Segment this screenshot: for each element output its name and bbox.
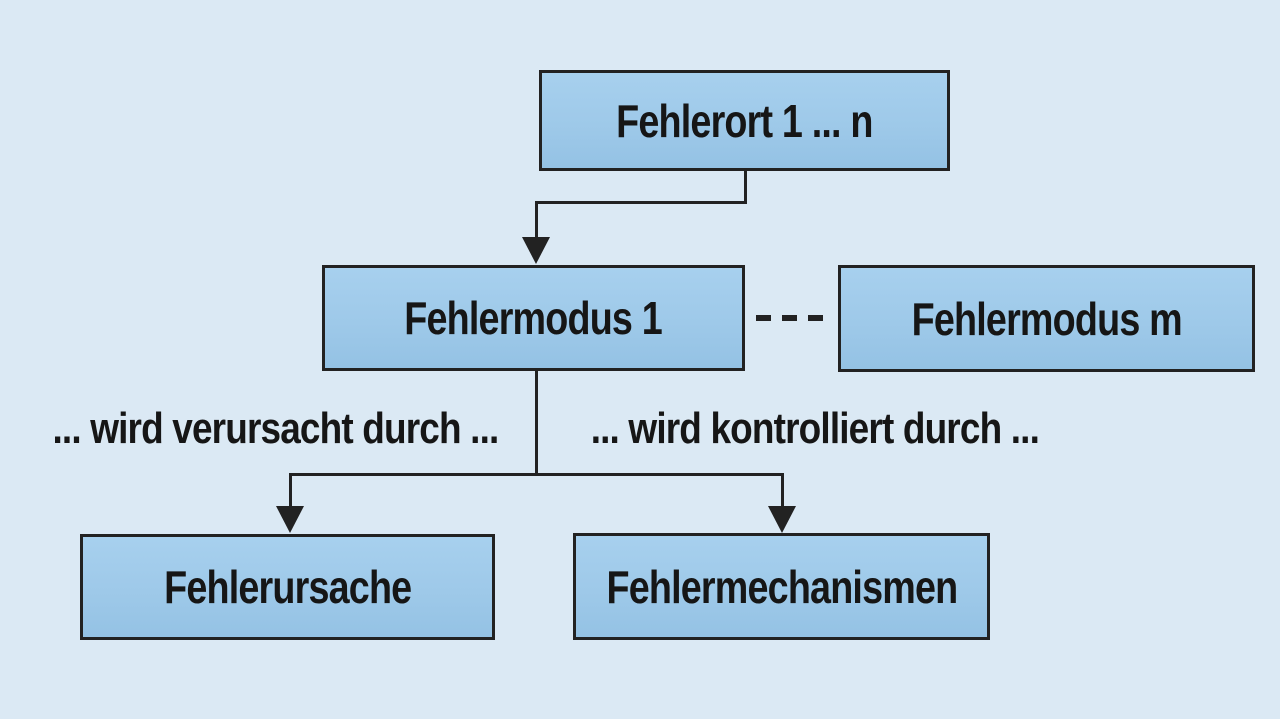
connector-top-vertical-segment [744, 168, 747, 204]
node-fehlermodus-m: Fehlermodus m [838, 265, 1255, 372]
connector-top-stub-segment [535, 201, 538, 241]
connector-right-drop [781, 473, 784, 508]
arrowhead-down-icon [522, 237, 550, 264]
node-fehlermechanismen-label: Fehlermechanismen [606, 560, 958, 613]
node-fehlermechanismen: Fehlermechanismen [573, 533, 990, 640]
node-fehlermodus-1: Fehlermodus 1 [322, 265, 745, 371]
connector-left-drop [289, 473, 292, 508]
node-fehlerursache-label: Fehlerursache [163, 561, 412, 613]
edge-label-caused-by: ... wird verursacht durch ... [52, 404, 499, 453]
node-fehlermodus-m-label: Fehlermodus m [911, 292, 1182, 345]
arrowhead-down-icon [276, 506, 304, 533]
node-fehlermodus-1-label: Fehlermodus 1 [404, 292, 663, 344]
connector-branch-horizontal [289, 473, 784, 476]
edge-label-controlled-by: ... wird kontrolliert durch ... [590, 404, 1040, 453]
node-fehlerort-label: Fehlerort 1 ... n [616, 94, 873, 147]
node-fehlerursache: Fehlerursache [80, 534, 495, 640]
arrowhead-down-icon [768, 506, 796, 533]
connector-top-horizontal-segment [535, 201, 747, 204]
node-fehlerort: Fehlerort 1 ... n [539, 70, 950, 171]
connector-middle-vertical-segment [535, 368, 538, 476]
dashed-connector [756, 315, 826, 321]
